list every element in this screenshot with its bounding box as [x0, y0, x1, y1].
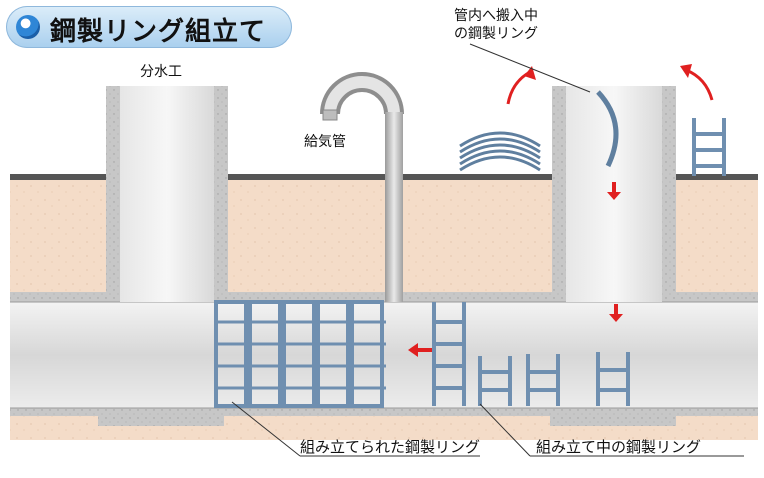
label-assembled-rings: 組み立てられた鋼製リング — [300, 438, 481, 456]
up-arrow-curved-icon-right — [685, 68, 714, 101]
left-shaft-interior — [120, 86, 214, 302]
stacked-ring-segments — [459, 131, 541, 172]
right-shaft-wall-left — [552, 86, 566, 294]
page-title: 鋼製リング組立て — [50, 17, 267, 47]
ground-surface — [10, 174, 758, 180]
right-shaft-wall-right — [662, 86, 676, 294]
ring-being-assembled — [432, 302, 466, 406]
left-arrow-icon — [408, 343, 432, 357]
footing-right — [550, 410, 676, 426]
ring-segments-lower — [478, 352, 630, 406]
pipe-bedding-bottom — [10, 406, 758, 416]
ring-segment-being-lowered — [596, 90, 619, 168]
label-kannai-line2: の鋼製リング — [454, 26, 538, 42]
label-assembling-ring: 組み立て中の鋼製リング — [536, 438, 702, 456]
label-kyukikan: 給気管 — [304, 134, 346, 150]
up-arrow-curved-head-right — [680, 64, 692, 78]
air-supply-pipe — [320, 72, 404, 302]
ring-segment-ground-right — [692, 118, 726, 176]
assembled-rings — [214, 300, 386, 408]
left-shaft-wall-left — [106, 86, 120, 294]
down-arrow-icon — [607, 182, 623, 322]
left-shaft-wall-right — [214, 86, 228, 294]
callout-leader-lines — [231, 43, 744, 457]
label-kannai-line1: 管内へ搬入中 — [454, 8, 538, 24]
label-bunsuiko: 分水工 — [140, 64, 182, 80]
title-banner: 鋼製リング組立て — [6, 6, 292, 48]
title-bullet-icon — [16, 15, 40, 39]
footing-left — [98, 410, 224, 426]
